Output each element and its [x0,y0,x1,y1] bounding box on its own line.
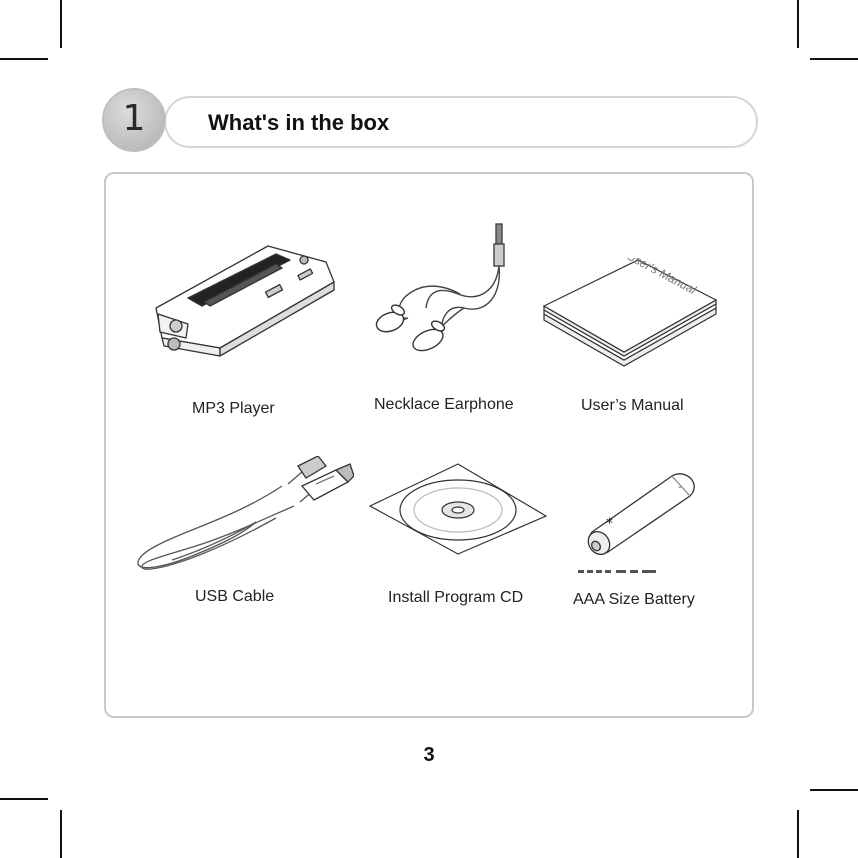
item-label-usb-cable: USB Cable [195,588,275,605]
svg-text:*: * [606,516,613,532]
section-number-badge: 1 [102,88,166,152]
usb-cable-icon [137,456,354,570]
crop-mark [0,58,48,60]
battery-icon: * - [578,473,695,573]
page-number: 3 [423,744,435,766]
crop-mark [797,0,799,48]
contents-panel [104,172,754,718]
crop-mark [60,810,62,858]
crop-mark [60,0,62,48]
svg-text:-: - [678,482,682,493]
item-label-install-program-cd: Install Program CD [388,589,524,606]
item-label-aaa-battery: AAA Size Battery [573,591,695,608]
section-header: 1 What's in the box [100,88,758,158]
manual-icon: User's Manual [542,258,718,367]
crop-mark [797,810,799,858]
item-label-mp3-player: MP3 Player [192,400,275,417]
crop-mark [810,789,858,791]
item-label-users-manual: User’s Manual [581,397,684,414]
earphone-icon [375,223,505,352]
cd-icon [368,463,548,555]
section-title: What's in the box [208,110,390,135]
mp3-player-icon [155,245,335,357]
item-label-necklace-earphone: Necklace Earphone [374,396,514,413]
section-number: 1 [122,98,146,139]
crop-mark [0,798,48,800]
crop-mark [810,58,858,60]
section-title-bar [164,96,758,148]
